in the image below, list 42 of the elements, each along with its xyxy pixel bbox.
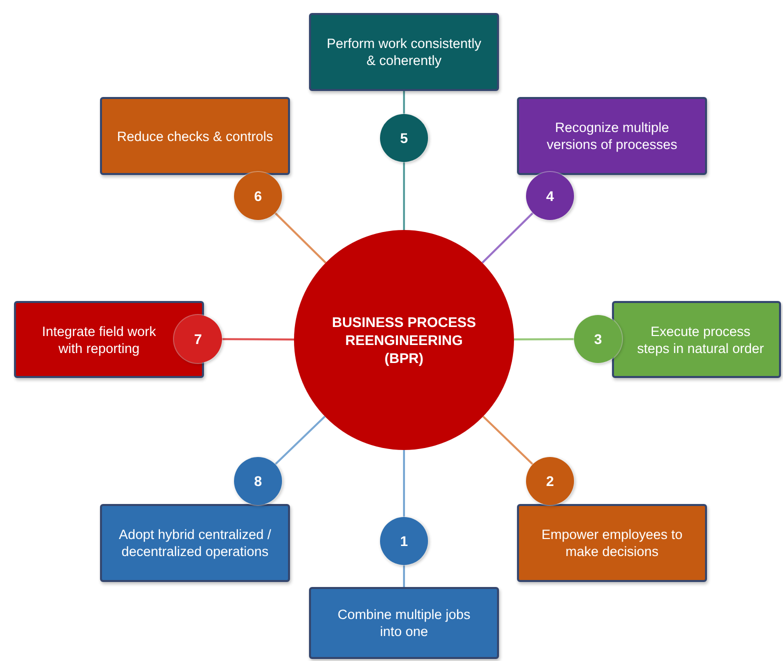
connector-line [274,212,326,264]
step-text: Adopt hybrid centralized / decentralized operations [118,526,272,560]
step-box [309,587,499,659]
step-number: 4 [546,188,554,204]
connector-line [482,212,534,264]
step-number: 3 [594,331,602,347]
step-number: 1 [400,533,408,549]
connector-line [403,565,405,587]
step-box [100,97,290,175]
number-badge [526,172,574,220]
number-badge [234,172,282,220]
connector-line [514,338,574,340]
number-badge [380,114,428,162]
step-text: Execute process steps in natural order [636,322,765,356]
step-box [517,97,707,175]
step-box [14,301,204,378]
connector-line [482,416,534,466]
step-box [309,13,499,91]
number-badge [234,457,282,505]
step-text: Combine multiple jobs into one [336,606,472,640]
step-text: Perform work consistently & coherently [326,35,482,69]
step-text: Reduce checks & controls [116,128,274,144]
connector-line [403,91,405,114]
step-number: 5 [400,130,408,146]
step-box [612,301,781,378]
connector-line [222,338,294,340]
step-text: Recognize multiple versions of processes [546,119,678,153]
step-box [100,504,290,582]
number-badge [380,517,428,565]
center-title: BUSINESS PROCESS REENGINEERING (BPR) [331,313,477,367]
step-text: Integrate field work with reporting [40,322,158,356]
connector-line [403,450,405,517]
step-number: 7 [194,331,202,347]
number-badge [526,457,574,505]
connector-line [274,416,326,466]
step-box [517,504,707,582]
step-number: 6 [254,188,262,204]
connector-line [403,162,405,230]
step-number: 2 [546,473,554,489]
step-text: Empower employees to make decisions [540,526,684,560]
step-number: 8 [254,473,262,489]
number-badge [574,315,622,363]
